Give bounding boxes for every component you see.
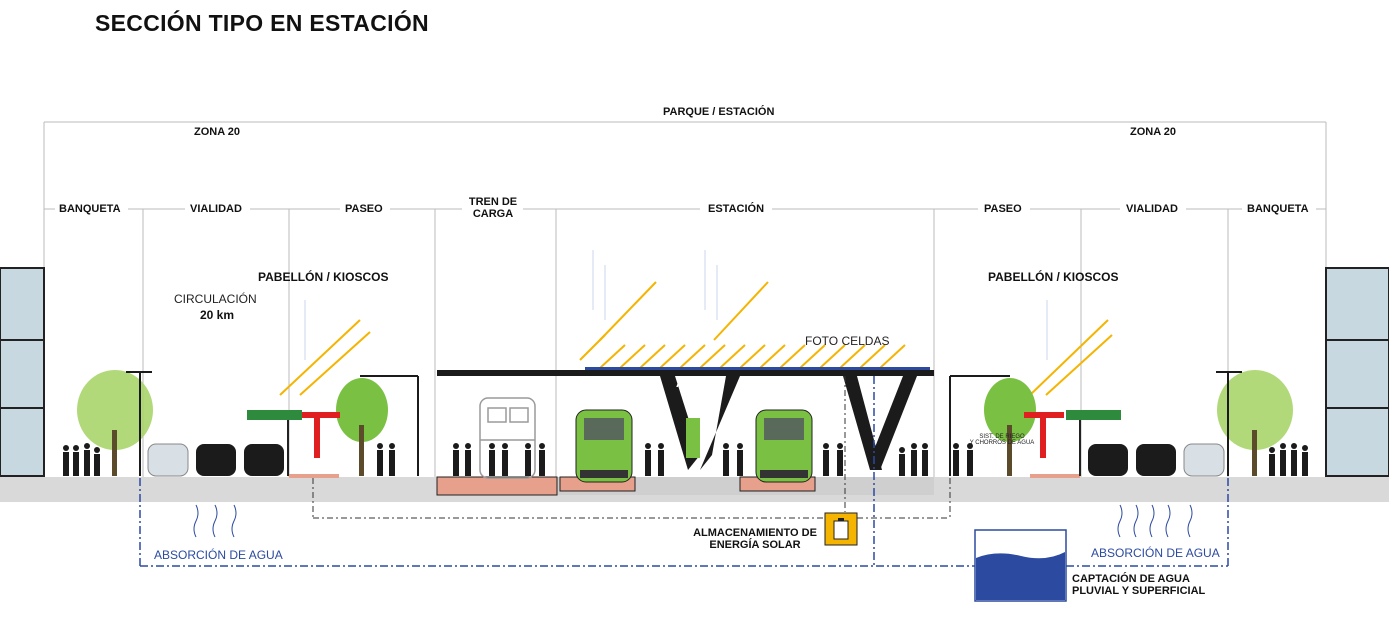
building-left [0, 267, 45, 477]
top-bracket [43, 121, 1327, 270]
label-paseo-right: PASEO [984, 203, 1022, 215]
label-vialidad-left: VIALIDAD [190, 203, 242, 215]
train-freight [479, 397, 536, 479]
paseo-strip-right [1030, 474, 1080, 478]
station-canopy [437, 370, 934, 470]
label-estacion: ESTACIÓN [708, 203, 765, 215]
cars [196, 444, 1176, 476]
label-anden: ANDEN [676, 378, 716, 390]
label-parque-estacion: PARQUE / ESTACIÓN [663, 106, 775, 118]
building-right [1325, 267, 1389, 477]
page-title: SECCIÓN TIPO EN ESTACIÓN [95, 10, 429, 36]
trees [77, 370, 1293, 476]
train-green-1 [575, 409, 633, 483]
label-riego: SIST. DE RIEGO Y CHORROS DE AGUA [962, 434, 1042, 446]
label-captacion: CAPTACIÓN DE AGUA PLUVIAL Y SUPERFICIAL [1072, 573, 1205, 597]
kiosk-right [1024, 410, 1121, 476]
water-absorption-arrows [193, 504, 1193, 538]
label-vialidad-right: VIALIDAD [1126, 203, 1178, 215]
label-almacenamiento-line2: ENERGÍA SOLAR [709, 539, 801, 551]
label-absorcion-right: ABSORCIÓN DE AGUA [1091, 546, 1220, 560]
pv-strip [585, 367, 930, 370]
lamp-posts [126, 371, 1242, 476]
label-tren-line1: TREN DE [468, 196, 518, 208]
label-pabellon-left: PABELLÓN / KIOSCOS [258, 270, 389, 284]
kiosk-left [247, 410, 340, 476]
label-riego-line1: SIST. DE RIEGO [979, 434, 1025, 440]
label-captacion-line2: PLUVIAL Y SUPERFICIAL [1072, 585, 1206, 597]
label-circulacion: CIRCULACIÓN [174, 292, 257, 306]
people [63, 443, 1308, 476]
label-almacenamiento: ALMACENAMIENTO DE ENERGÍA SOLAR [688, 527, 822, 551]
paseo-strip-left [289, 474, 339, 478]
train-green-2 [755, 409, 813, 483]
label-pabellon-right: PABELLÓN / KIOSCOS [988, 270, 1119, 284]
label-zona-left: ZONA 20 [194, 126, 241, 138]
sun-rays [304, 250, 1048, 360]
cars-ghost [147, 443, 1225, 477]
label-almacenamiento-line1: ALMACENAMIENTO DE [693, 527, 817, 539]
label-absorcion-left: ABSORCIÓN DE AGUA [154, 548, 283, 562]
rail-bed-1 [436, 476, 558, 496]
label-banqueta-left: BANQUETA [59, 203, 121, 215]
label-circulacion-speed: 20 km [200, 308, 235, 322]
energy-lines [312, 376, 951, 519]
label-captacion-line1: CAPTACIÓN DE AGUA [1072, 573, 1190, 585]
label-tren-line2: CARGA [472, 208, 514, 220]
water-pipe-lines [139, 376, 1229, 567]
water-tank [974, 529, 1067, 602]
label-tren-carga: TREN DE CARGA [466, 196, 520, 220]
label-zona-right: ZONA 20 [1130, 126, 1177, 138]
label-foto-celdas: FOTO CELDAS [805, 334, 890, 348]
solar-panels [279, 281, 1113, 396]
label-banqueta-right: BANQUETA [1247, 203, 1309, 215]
label-paseo-left: PASEO [345, 203, 383, 215]
battery-icon [824, 512, 858, 546]
label-riego-line2: Y CHORROS DE AGUA [969, 440, 1035, 446]
